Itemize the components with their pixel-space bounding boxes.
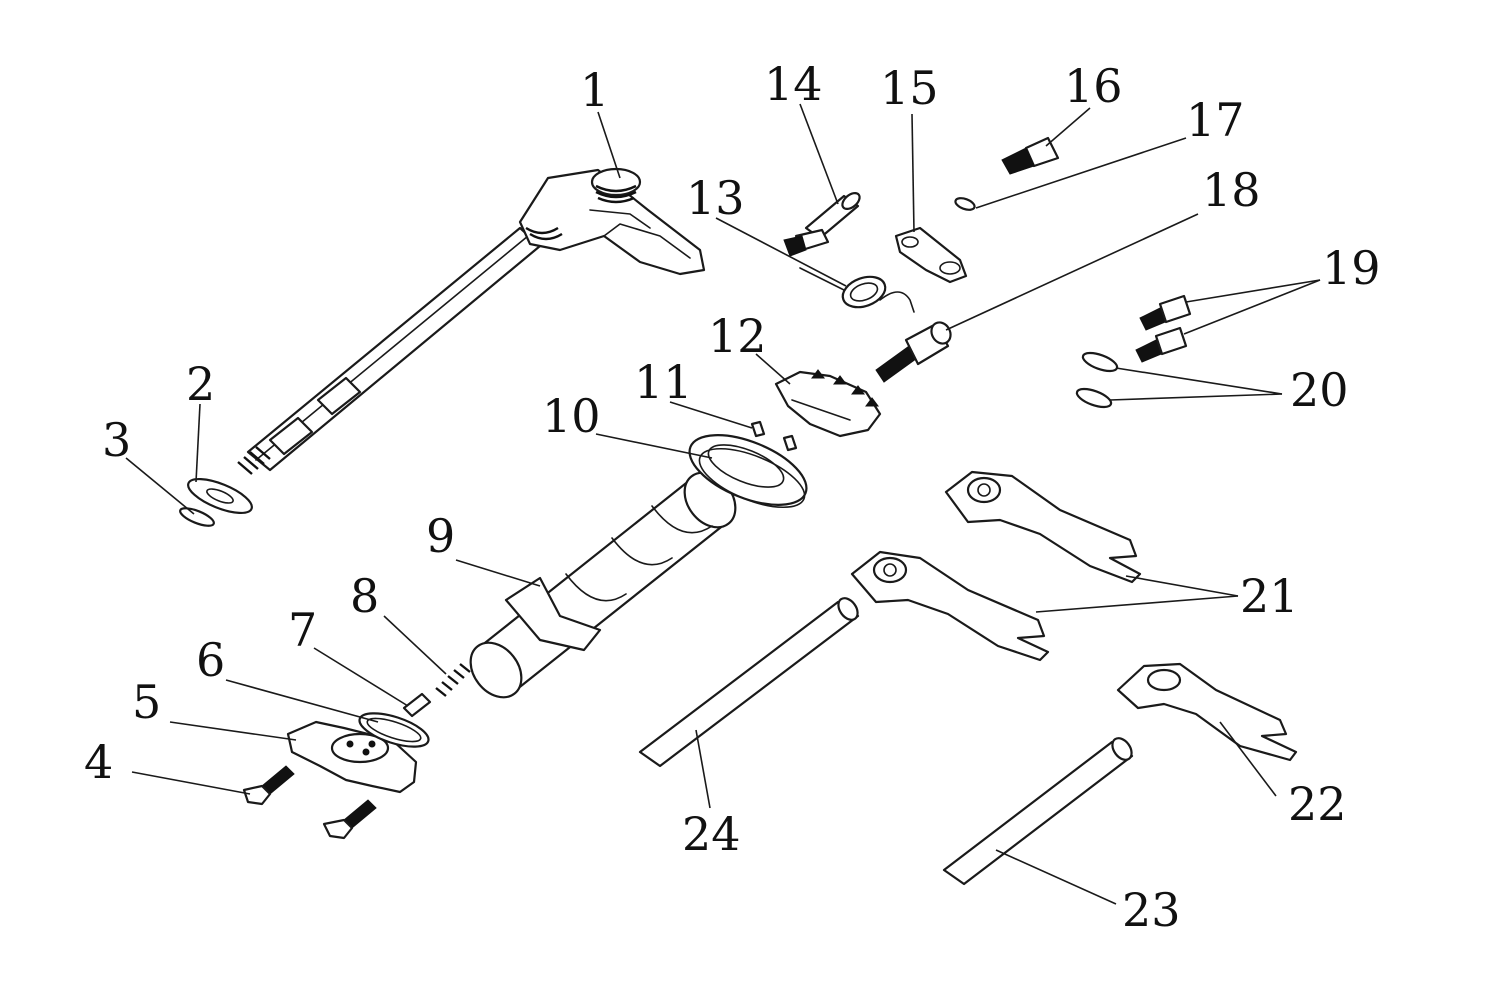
callout-18: 18 [1202,163,1261,217]
part-20-washers [1075,351,1119,409]
part-23-fork-shaft [942,737,1134,886]
part-13-torsion-spring [799,267,915,313]
callout-12: 12 [708,309,767,363]
part-9-shift-drum [469,471,737,699]
part-1-shift-shaft [237,167,706,475]
part-8-spring [435,663,471,697]
callout-11: 11 [634,355,693,409]
part-15-link-plate [894,226,968,284]
part-19-bolts [1135,294,1192,363]
part-7-detent-pin [402,692,432,718]
part-14-bolt [783,191,861,257]
callout-6: 6 [196,633,225,687]
part-16-screw [1001,136,1060,175]
callout-15: 15 [880,61,939,115]
part-2-washer [187,477,253,515]
callout-4: 4 [84,735,113,789]
callout-14: 14 [764,57,823,111]
leader-lines [125,103,1321,905]
callout-22: 22 [1288,777,1347,831]
callout-20: 20 [1290,363,1349,417]
callout-19: 19 [1322,241,1381,295]
part-24-fork-shaft [638,597,860,768]
part-12-cam-plate [774,369,882,438]
callout-8: 8 [350,569,379,623]
part-11-dowel-pins [750,420,798,452]
callout-1: 1 [580,63,609,117]
part-17-washer [954,197,976,211]
part-4-bolt [242,765,377,840]
part-10-bearing [688,434,808,509]
callout-16: 16 [1064,59,1123,113]
callout-3: 3 [102,413,131,467]
callout-2: 2 [186,357,215,411]
part-18-bolt [875,321,952,383]
callout-9: 9 [426,509,455,563]
part-22-shift-fork [1116,662,1298,762]
callout-13: 13 [686,171,745,225]
callout-21: 21 [1240,569,1299,623]
callout-23: 23 [1122,883,1181,937]
callout-24: 24 [682,807,741,861]
callout-labels: 1 2 3 4 5 6 7 8 9 10 11 12 13 14 15 16 1… [84,57,1381,937]
callout-7: 7 [288,603,317,657]
callout-10: 10 [542,389,601,443]
part-21-shift-forks [850,470,1142,662]
callout-17: 17 [1186,93,1245,147]
part-3-circlip [179,507,215,527]
callout-5: 5 [132,675,161,729]
